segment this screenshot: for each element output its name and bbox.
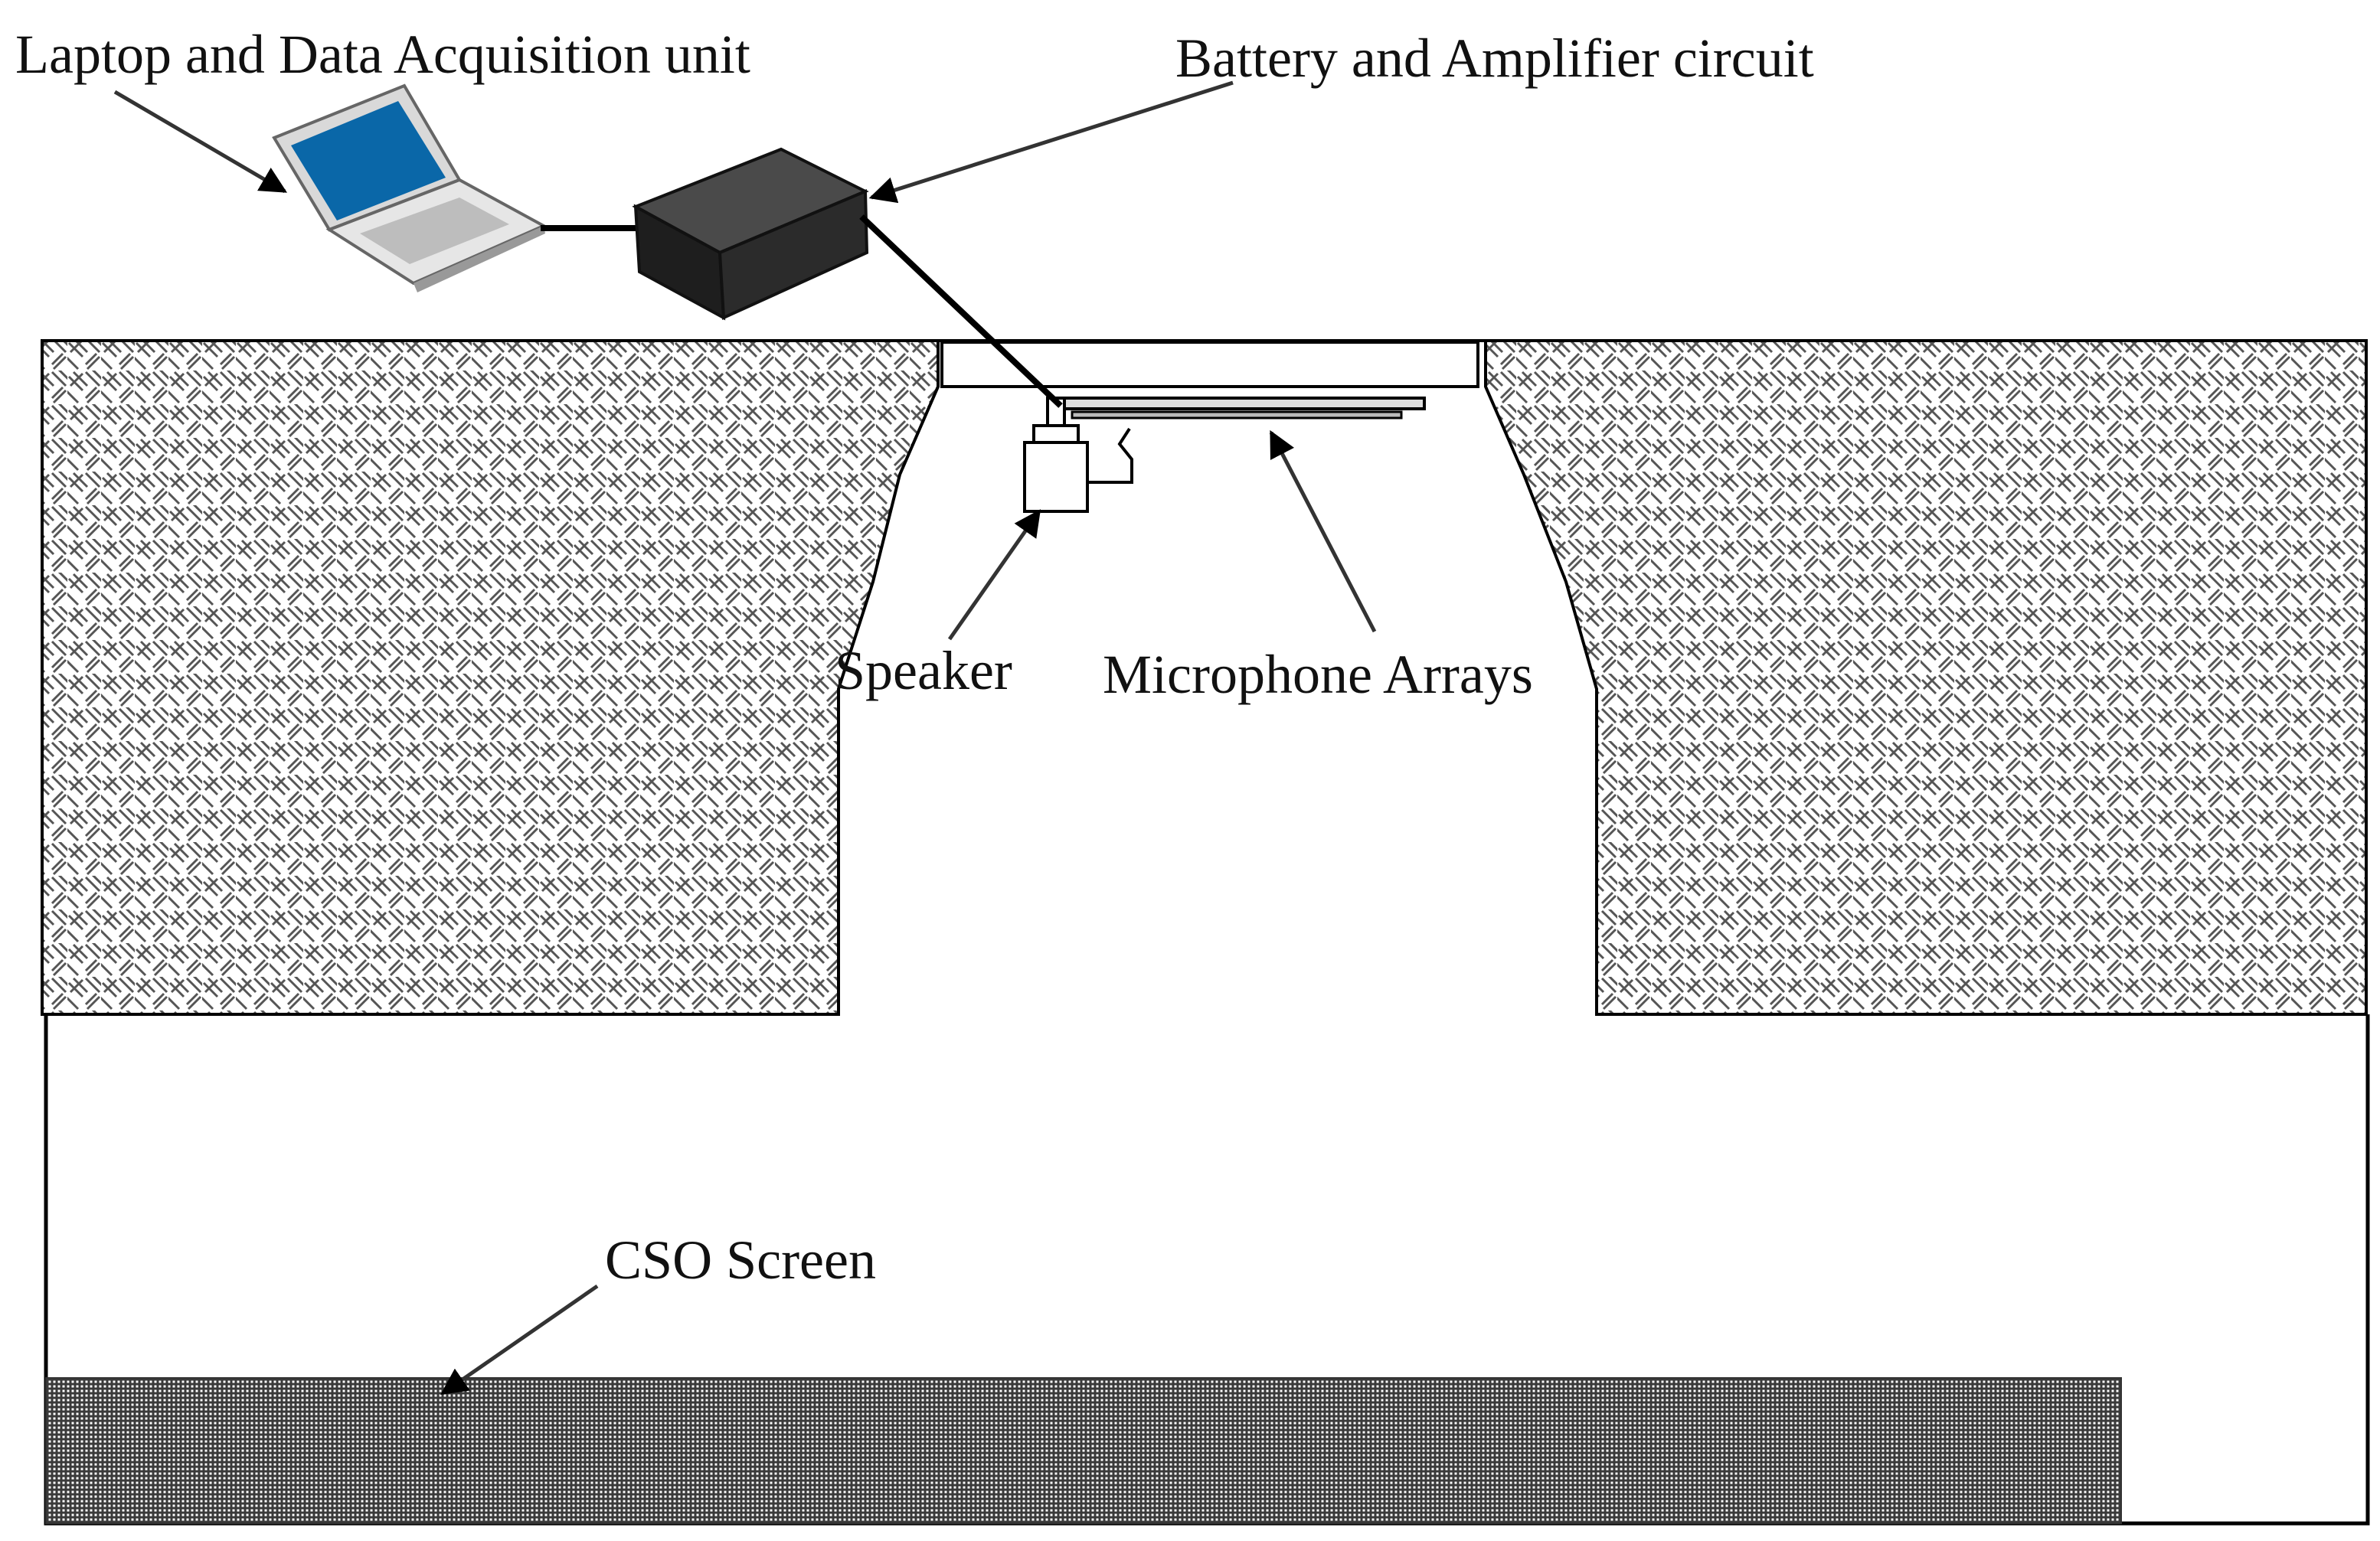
arrow-cso-screen	[440, 1284, 599, 1396]
battery-amplifier-box-icon	[632, 147, 869, 321]
soil-right	[1484, 339, 2368, 1016]
arrow-speaker	[947, 509, 1041, 641]
cable-box-speaker	[859, 214, 1063, 408]
arrow-microphone	[1269, 429, 1377, 633]
microphone-array-bar	[1048, 397, 1426, 410]
arrow-battery	[868, 80, 1234, 204]
microphone-array-strip	[1071, 410, 1403, 420]
cso-screen-mesh	[45, 1377, 2122, 1524]
arrow-laptop	[113, 90, 288, 194]
label-cso-screen: CSO Screen	[605, 1229, 876, 1291]
manhole-frame	[940, 341, 1479, 388]
soil-left	[41, 339, 940, 1016]
laptop-icon	[272, 83, 548, 292]
label-microphone: Microphone Arrays	[1103, 644, 1533, 705]
label-laptop: Laptop and Data Acquisition unit	[15, 24, 750, 85]
speaker-icon	[1023, 397, 1133, 513]
label-speaker: Speaker	[835, 640, 1012, 701]
label-battery: Battery and Amplifier circuit	[1175, 28, 1814, 89]
